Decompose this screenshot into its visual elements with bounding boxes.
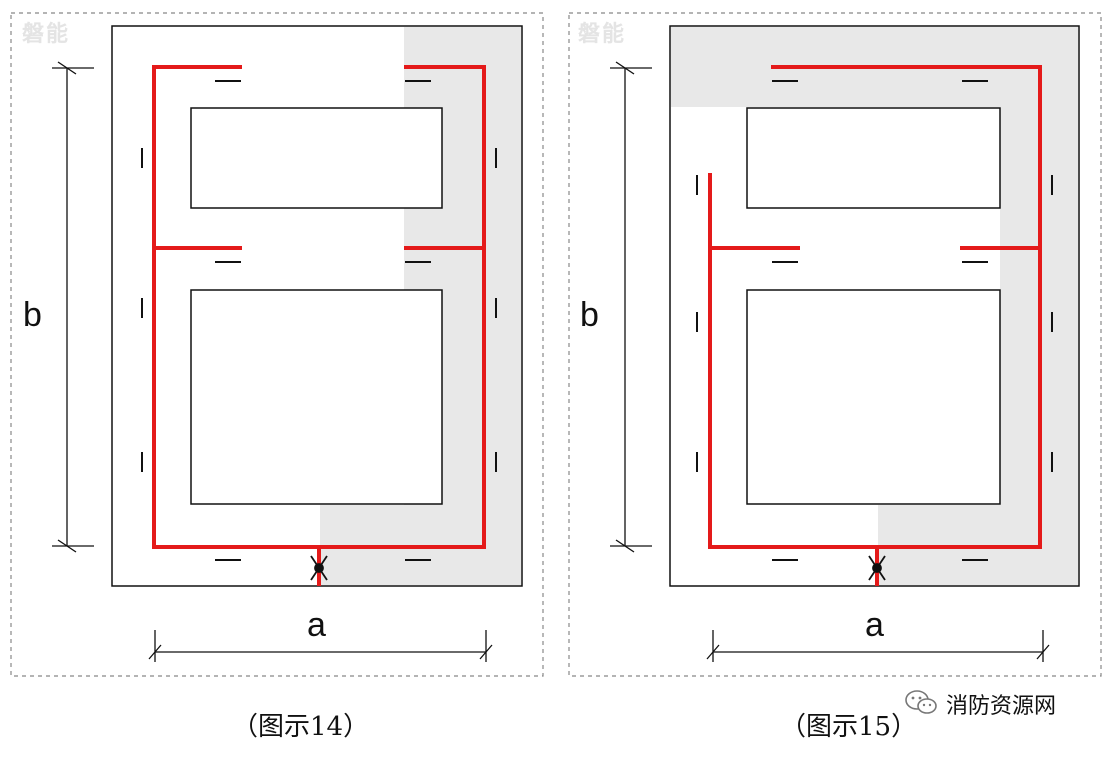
figure-14-cable-route — [152, 65, 486, 586]
figure-14-box-lower — [190, 289, 443, 505]
figure-15-entry-point — [868, 555, 886, 581]
wechat-icon — [904, 688, 938, 720]
figure-15-label-a: a — [865, 606, 884, 644]
figure-14-dimension-a — [148, 630, 493, 662]
figure-14-frame — [10, 12, 544, 677]
figure-14-label-a: a — [307, 606, 326, 644]
figure-14-label-b: b — [23, 296, 42, 334]
figure-15-detector-marks — [696, 80, 1053, 561]
figure-14-caption: （图示14） — [232, 712, 370, 742]
figure-15-watermark: 磐能 — [578, 22, 627, 47]
figure-15-box-lower — [746, 289, 1001, 505]
figure-15-caption: （图示15） — [780, 712, 918, 742]
figure-15-label-b: b — [580, 296, 599, 334]
brand-name: 消防资源网 — [946, 694, 1057, 719]
figure-14: b a — [10, 12, 544, 677]
figure-14-watermark: 磐能 — [22, 22, 71, 47]
figure-14-detector-marks — [141, 80, 497, 561]
figure-15-dimension-a — [706, 630, 1050, 662]
figure-14-box-upper — [190, 107, 443, 209]
figure-14-entry-point — [310, 555, 328, 581]
figure-15: b a — [568, 12, 1102, 677]
figure-15-frame — [568, 12, 1102, 677]
brand-badge: 消防资源网 — [904, 688, 1056, 720]
figure-15-box-upper — [746, 107, 1001, 209]
figure-14-dimension-b — [52, 61, 94, 553]
figure-15-dimension-b — [610, 61, 652, 553]
